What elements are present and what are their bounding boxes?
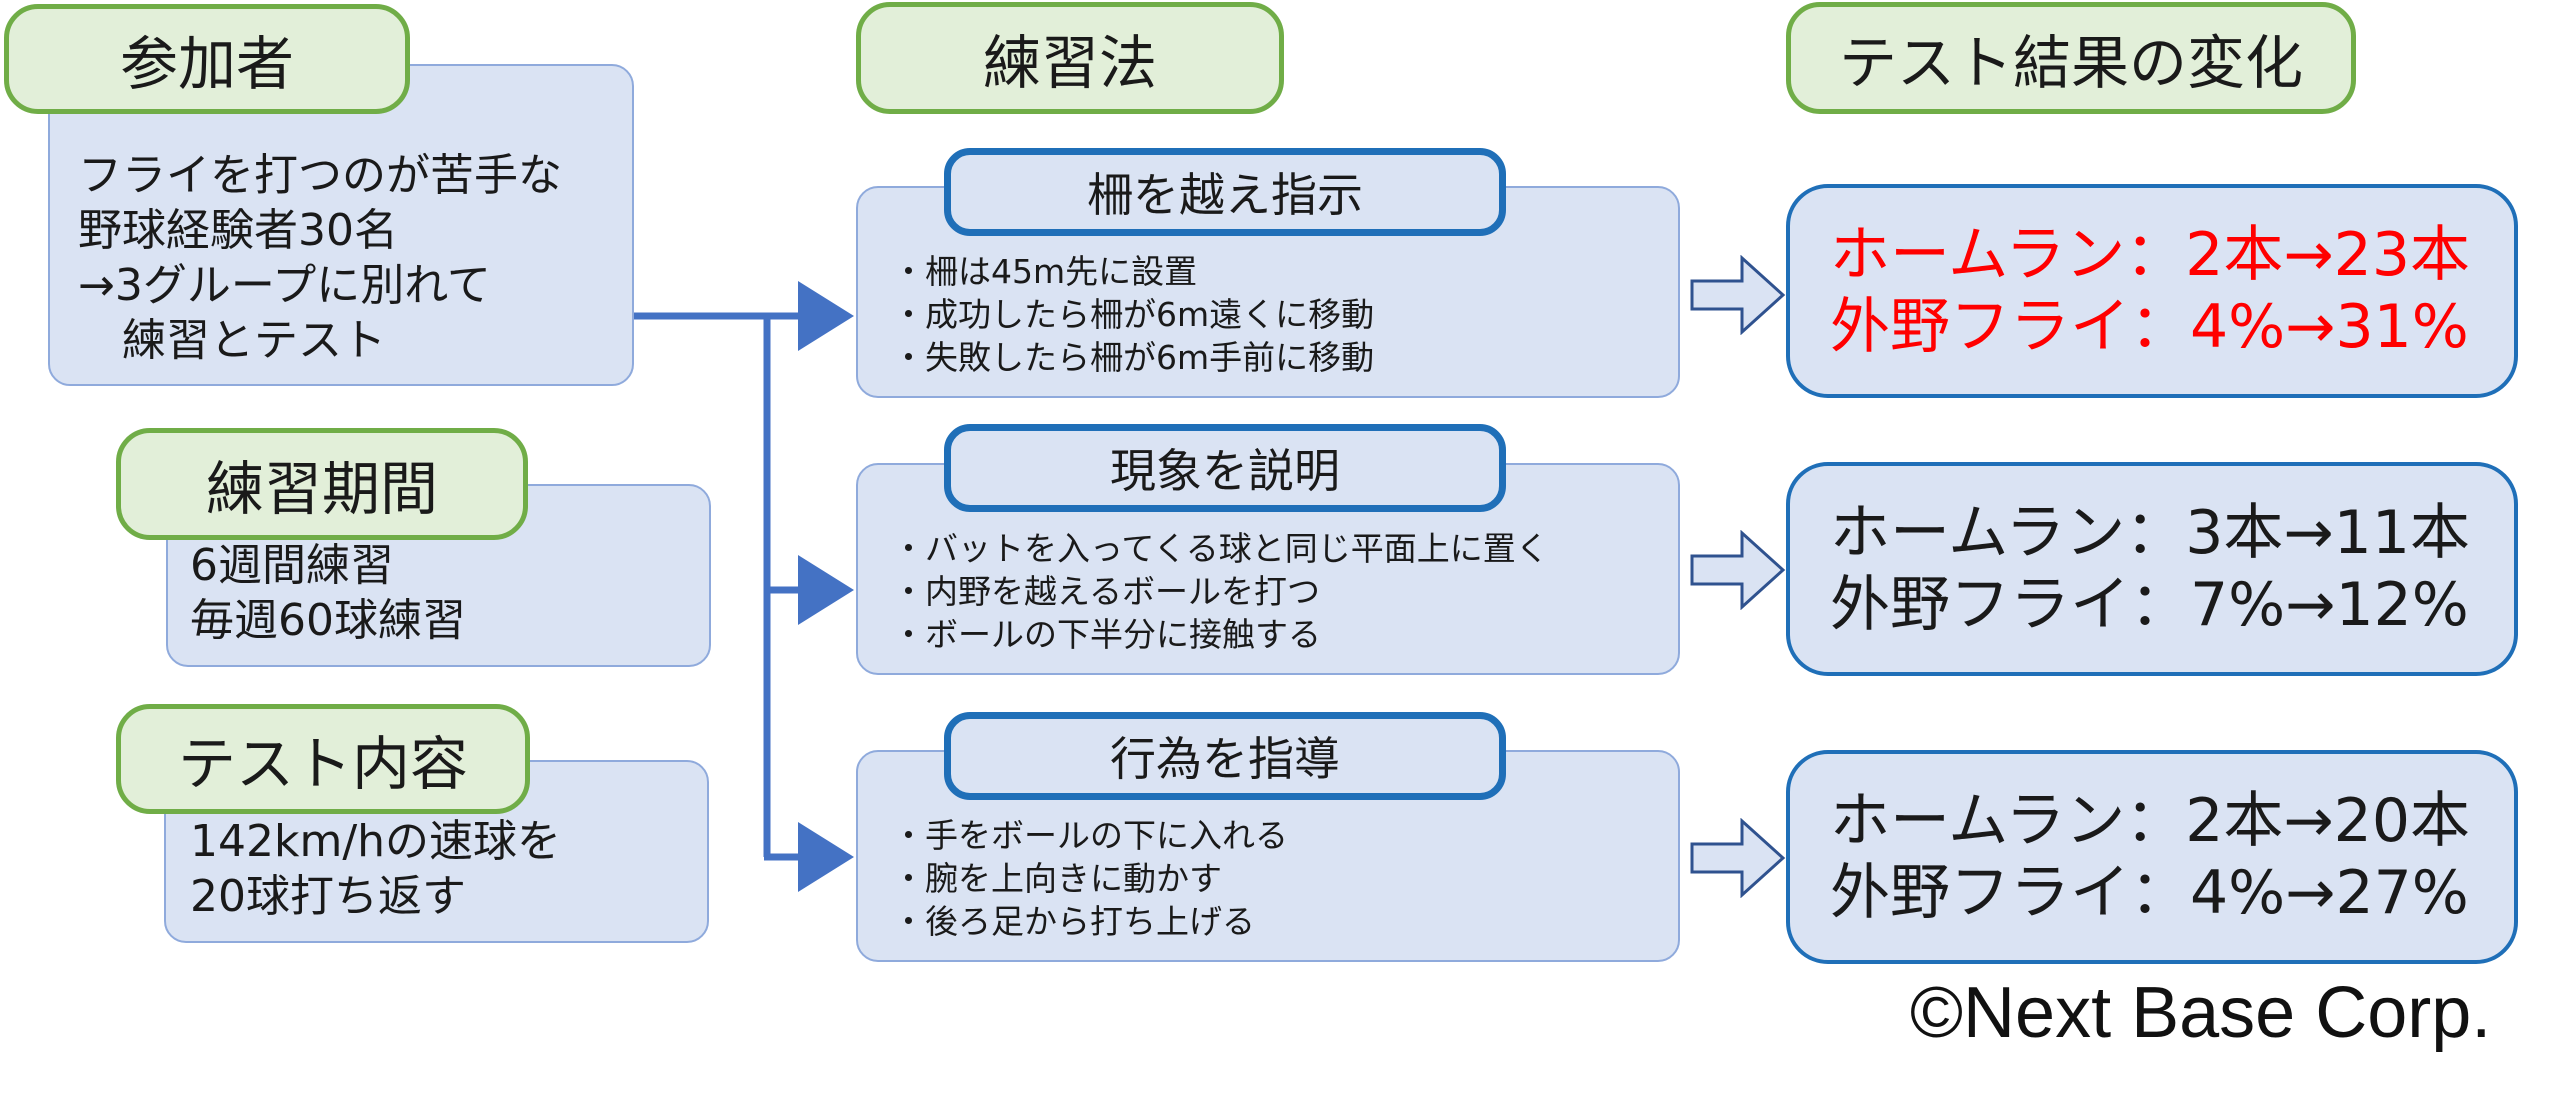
result-outfield-fly: 外野フライ：4%→27%	[1830, 858, 2469, 928]
practice-period-header-label: 練習期間	[205, 455, 438, 523]
participants-header-label: 参加者	[119, 30, 294, 98]
result-homerun: ホームラン：2本→20本	[1830, 786, 2470, 856]
method-title: 柵を越え指示	[944, 148, 1506, 236]
result-box: ホームラン：2本→23本 外野フライ：4%→31%	[1786, 184, 2518, 398]
method-title-label: 行為を指導	[1110, 732, 1340, 786]
practice-period-body: 6週間練習 毎週60球練習	[190, 540, 466, 646]
arrow-right-icon	[1690, 255, 1786, 335]
result-homerun: ホームラン：3本→11本	[1830, 498, 2470, 568]
method-title-label: 現象を説明	[1110, 444, 1340, 498]
result-outfield-fly: 外野フライ：4%→31%	[1830, 292, 2469, 362]
methods-header-label: 練習法	[982, 29, 1157, 97]
test-content-body: 142km/hの速球を 20球打ち返す	[190, 816, 562, 922]
method-bullets: ・柵は45m先に設置 ・成功したら柵が6m遠くに移動 ・失敗したら柵が6m手前に…	[892, 252, 1375, 377]
methods-header: 練習法	[856, 2, 1284, 114]
method-bullets: ・手をボールの下に入れる ・腕を上向きに動かす ・後ろ足から打ち上げる	[892, 816, 1288, 941]
test-content-header-label: テスト内容	[177, 730, 468, 798]
method-bullets: ・バットを入ってくる球と同じ平面上に置く ・内野を越えるボールを打つ ・ボールの…	[892, 529, 1549, 654]
test-content-header: テスト内容	[116, 704, 530, 814]
method-title: 行為を指導	[944, 712, 1506, 800]
method-title-label: 柵を越え指示	[1087, 168, 1363, 222]
method-title: 現象を説明	[944, 424, 1506, 512]
result-box: ホームラン：3本→11本 外野フライ：7%→12%	[1786, 462, 2518, 676]
practice-period-header: 練習期間	[116, 428, 528, 540]
result-box: ホームラン：2本→20本 外野フライ：4%→27%	[1786, 750, 2518, 964]
participants-body: フライを打つのが苦手な 野球経験者30名 →3グループに別れて 練習とテスト	[78, 150, 562, 366]
results-header-label: テスト結果の変化	[1838, 29, 2303, 97]
arrow-right-icon	[1690, 818, 1786, 898]
participants-box: フライを打つのが苦手な 野球経験者30名 →3グループに別れて 練習とテスト	[48, 64, 634, 386]
result-outfield-fly: 外野フライ：7%→12%	[1830, 570, 2469, 640]
copyright-text: ©Next Base Corp.	[1910, 973, 2492, 1053]
arrow-right-icon	[1690, 530, 1786, 610]
result-homerun: ホームラン：2本→23本	[1830, 220, 2470, 290]
participants-header: 参加者	[4, 4, 410, 114]
results-header: テスト結果の変化	[1786, 2, 2356, 114]
